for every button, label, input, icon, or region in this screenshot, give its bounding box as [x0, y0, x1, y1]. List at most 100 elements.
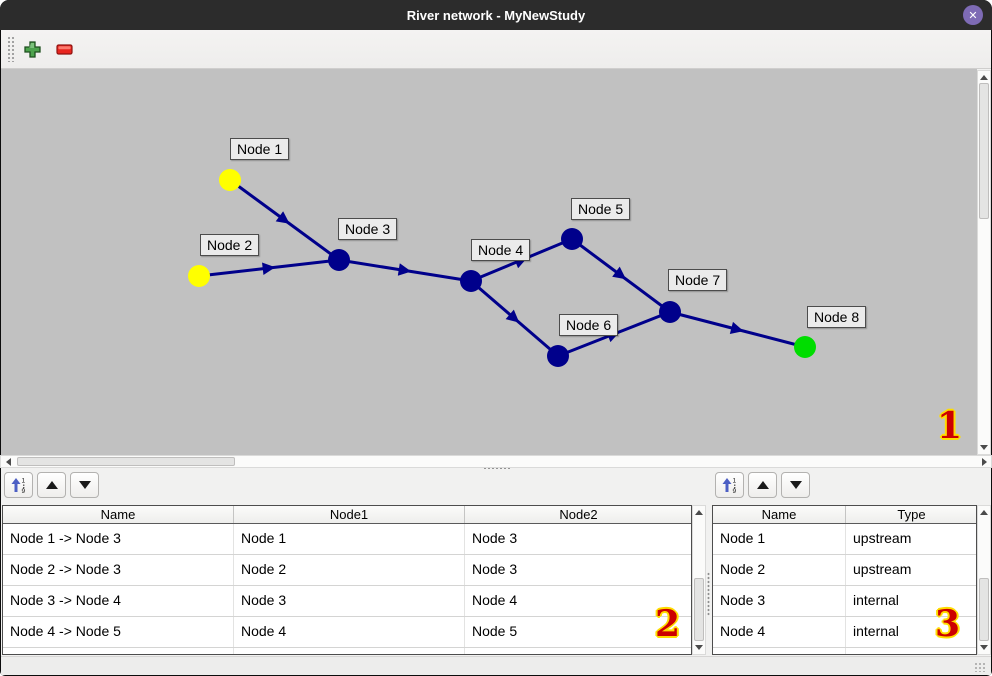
scroll-right-button[interactable] [977, 456, 991, 467]
resize-grip[interactable] [974, 662, 986, 672]
table-cell[interactable]: Node 4 [713, 617, 846, 647]
add-button[interactable] [22, 39, 42, 59]
svg-text:1: 1 [21, 478, 25, 485]
remove-button[interactable] [54, 39, 74, 59]
table-cell[interactable]: Node 1 [713, 524, 846, 554]
vscroll-thumb[interactable] [694, 578, 704, 641]
sort-ascending-icon: 1 9 [722, 478, 736, 494]
table-row[interactable]: Node 2 upstream [713, 555, 976, 586]
table-cell[interactable]: Node 5 [472, 623, 518, 639]
table-cell[interactable]: Node 1 [234, 524, 465, 554]
scroll-left-button[interactable] [1, 456, 15, 467]
node-label-node-6[interactable]: Node 6 [559, 314, 619, 336]
scroll-down-button[interactable] [978, 641, 990, 654]
scroll-down-button[interactable] [978, 441, 990, 454]
table-cell[interactable]: Node 3 [713, 586, 846, 616]
close-button[interactable]: ✕ [963, 5, 983, 25]
scroll-up-button[interactable] [693, 506, 705, 519]
horizontal-splitter[interactable] [483, 467, 511, 470]
node-label-node-2[interactable]: Node 2 [200, 234, 260, 256]
table-cell[interactable]: Node 3 [234, 586, 465, 616]
up-arrow-icon [756, 481, 769, 489]
hscroll-thumb[interactable] [17, 457, 235, 466]
node-label-node-8[interactable]: Node 8 [807, 306, 867, 328]
scroll-up-button[interactable] [978, 506, 990, 519]
table-cell[interactable]: internal [853, 592, 899, 608]
node-label-node-7[interactable]: Node 7 [668, 269, 728, 291]
table-cell [846, 648, 976, 654]
nodes-move-up-button[interactable] [748, 472, 777, 498]
table-cell[interactable]: internal [853, 623, 899, 639]
nodes-move-down-button[interactable] [781, 472, 810, 498]
node-label-node-1[interactable]: Node 1 [230, 138, 290, 160]
scroll-up-button[interactable] [978, 71, 990, 83]
node-node-1[interactable] [219, 169, 241, 191]
empty-row [3, 648, 691, 654]
minus-icon [55, 43, 73, 55]
table-row[interactable]: Node 4 internal [713, 617, 976, 648]
table-cell [465, 648, 691, 654]
column-header-name[interactable]: Name [3, 506, 234, 523]
edge-line[interactable] [198, 258, 340, 278]
table-cell[interactable]: Node 4 [472, 592, 518, 608]
column-header-node2[interactable]: Node2 [559, 507, 598, 522]
table-row[interactable]: Node 1 upstream [713, 524, 976, 555]
table-cell[interactable]: upstream [853, 530, 912, 546]
nodes-sort-button[interactable]: 1 9 [715, 472, 744, 498]
scroll-down-button[interactable] [693, 641, 705, 654]
column-header-name[interactable]: Name [713, 506, 846, 523]
column-header-type[interactable]: Type [897, 507, 926, 522]
edge-line[interactable] [338, 258, 472, 283]
column-header-node1[interactable]: Node1 [234, 506, 465, 523]
table-cell[interactable]: upstream [853, 561, 912, 577]
edges-move-down-button[interactable] [70, 472, 99, 498]
table-cell[interactable]: Node 3 -> Node 4 [3, 586, 234, 616]
vscroll-thumb[interactable] [979, 578, 989, 641]
node-label-node-4[interactable]: Node 4 [471, 239, 531, 261]
node-node-7[interactable] [659, 301, 681, 323]
table-cell[interactable]: Node 2 [713, 555, 846, 585]
vertical-splitter[interactable] [707, 572, 710, 616]
node-node-6[interactable] [547, 345, 569, 367]
window-title: River network - MyNewStudy [406, 7, 586, 23]
canvas-vscrollbar[interactable] [977, 70, 991, 455]
node-node-4[interactable] [460, 270, 482, 292]
edge-line[interactable] [229, 178, 340, 262]
node-node-2[interactable] [188, 265, 210, 287]
table-cell[interactable]: Node 2 -> Node 3 [3, 555, 234, 585]
edge-line[interactable] [571, 237, 671, 314]
nodes-table-vscrollbar[interactable] [977, 505, 991, 655]
annotation-1: 1 [937, 405, 963, 447]
node-label-node-5[interactable]: Node 5 [571, 198, 631, 220]
node-node-8[interactable] [794, 336, 816, 358]
node-node-5[interactable] [561, 228, 583, 250]
table-cell[interactable]: Node 1 -> Node 3 [3, 524, 234, 554]
status-bar [1, 656, 991, 675]
table-cell[interactable]: Node 3 [472, 530, 518, 546]
network-canvas[interactable]: Node 1 Node 2 Node 3 Node 4 Node 5 Node 6 Node… [1, 69, 977, 455]
edge-line[interactable] [470, 279, 559, 358]
edges-sort-button[interactable]: 1 9 [4, 472, 33, 498]
titlebar: River network - MyNewStudy ✕ [0, 0, 992, 30]
node-node-3[interactable] [328, 249, 350, 271]
node-label-node-3[interactable]: Node 3 [338, 218, 398, 240]
up-arrow-icon [45, 481, 58, 489]
svg-text:1: 1 [732, 478, 736, 485]
table-cell[interactable]: Node 4 -> Node 5 [3, 617, 234, 647]
table-cell[interactable]: Node 2 [234, 555, 465, 585]
edge-line[interactable] [669, 310, 806, 349]
edges-move-up-button[interactable] [37, 472, 66, 498]
table-cell[interactable]: Node 3 [472, 561, 518, 577]
table-cell[interactable]: Node 4 [234, 617, 465, 647]
right-arrow-icon [981, 457, 987, 466]
edges-table-vscrollbar[interactable] [692, 505, 706, 655]
table-row[interactable]: Node 3 internal [713, 586, 976, 617]
vscroll-thumb[interactable] [979, 83, 989, 219]
